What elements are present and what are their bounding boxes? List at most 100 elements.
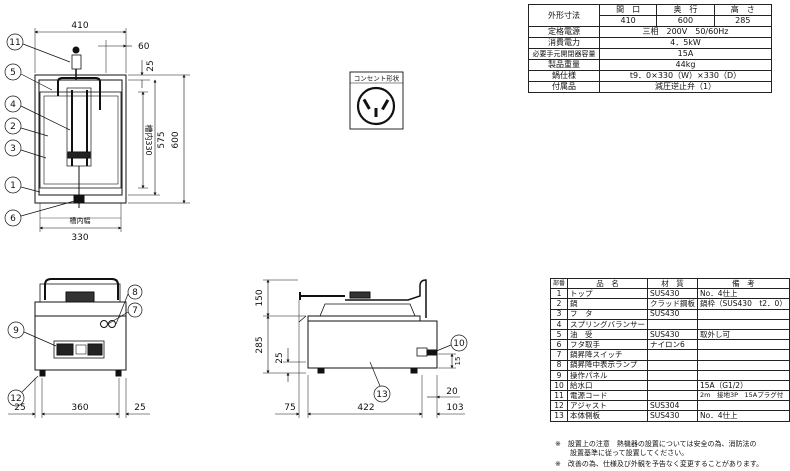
part-no: 11 bbox=[549, 390, 569, 402]
spec-row-label: 製品重量 bbox=[528, 59, 600, 71]
top-view-inner-frame bbox=[38, 79, 123, 196]
dim-inner-330-vertical: 槽内330 bbox=[144, 124, 154, 155]
dim-side-150: 150 bbox=[255, 289, 265, 306]
spec-row-label: 鍋仕様 bbox=[528, 70, 600, 82]
spec-row-value: t9．0×330（W）×330（D） bbox=[599, 70, 772, 82]
top-view-callouts bbox=[4, 33, 79, 227]
part-remarks bbox=[697, 318, 790, 330]
part-remarks: 15A（G1/2） bbox=[697, 379, 790, 392]
part-name: 鍋昇降スイッチ bbox=[567, 349, 649, 361]
part-remarks: 2m 接地3P 15Aプラグ付 bbox=[697, 390, 790, 402]
spec-row-label: 必要手元開閉器容量 bbox=[528, 48, 600, 60]
spec-label-size: 外形寸法 bbox=[528, 4, 600, 27]
part-no: 1 bbox=[549, 288, 569, 300]
side-view-lid bbox=[319, 303, 416, 317]
dim-25-top: 25 bbox=[146, 60, 156, 71]
front-view-callouts bbox=[7, 284, 143, 407]
callout-12: 12 bbox=[10, 394, 21, 404]
front-view-control-panel bbox=[53, 340, 105, 359]
part-material: SUS430 bbox=[647, 288, 699, 300]
spec-row-value: 44kg bbox=[599, 59, 772, 71]
outlet-title: コンセント形状 bbox=[354, 74, 400, 83]
side-view bbox=[263, 279, 465, 418]
callout-4: 4 bbox=[10, 100, 16, 110]
outlet-face-icon bbox=[356, 86, 396, 126]
spec-row-value: 15A bbox=[599, 48, 772, 60]
part-remarks bbox=[697, 369, 790, 381]
front-view-top bbox=[34, 301, 127, 317]
top-view-balancer-pipe bbox=[57, 77, 101, 110]
spec-row-value: 減圧逆止弁（1） bbox=[599, 81, 772, 93]
part-material: SUS430 bbox=[647, 410, 699, 422]
note-spec-change: ※ 改善の為、仕様及び外観を予告なく変更することがあります。 bbox=[555, 460, 764, 468]
note-installation-continued: 設置基準に従って設置してください。 bbox=[570, 449, 689, 457]
part-name: フタ取手 bbox=[567, 339, 649, 351]
part-no: 4 bbox=[549, 318, 569, 330]
callout-9: 9 bbox=[13, 326, 19, 336]
part-name: 鍋昇降中表示ランプ bbox=[567, 359, 649, 371]
part-remarks: 取外し可 bbox=[697, 328, 790, 341]
part-material: SUS430 bbox=[647, 308, 699, 320]
part-remarks: No．4仕上 bbox=[697, 288, 790, 300]
spec-header-width: 間 口 bbox=[598, 4, 658, 16]
top-view bbox=[34, 28, 190, 232]
part-no: 6 bbox=[549, 339, 569, 351]
spec-row-label: 付属品 bbox=[528, 81, 600, 93]
part-name: 油 受 bbox=[567, 328, 649, 341]
side-view-body bbox=[307, 320, 438, 369]
callout-8: 8 bbox=[132, 288, 138, 298]
dim-front-360: 360 bbox=[71, 403, 88, 413]
part-remarks bbox=[697, 349, 790, 361]
top-view-pot bbox=[39, 91, 122, 189]
top-view-oil-pan bbox=[73, 195, 85, 203]
spec-row-value: 三相 200V 50/60Hz bbox=[599, 26, 772, 38]
parts-header-material: 材 質 bbox=[647, 277, 699, 290]
dim-60: 60 bbox=[138, 42, 150, 52]
dim-inner-width: 槽内幅 bbox=[70, 216, 91, 225]
part-material bbox=[647, 349, 699, 361]
part-remarks: No．4仕上 bbox=[697, 410, 790, 422]
callout-6: 6 bbox=[10, 214, 16, 224]
callout-13: 13 bbox=[376, 390, 387, 400]
top-view-labels: 410 60 25 575 600 槽内330 槽内幅 330 bbox=[70, 21, 182, 243]
dim-front-25-left: 25 bbox=[14, 403, 25, 413]
spec-header-height: 高 さ bbox=[713, 4, 773, 16]
parts-header-name: 品 名 bbox=[567, 277, 649, 290]
spec-row-label: 定格電源 bbox=[528, 26, 600, 38]
spec-value-width: 410 bbox=[598, 15, 658, 27]
side-view-top bbox=[307, 315, 421, 322]
part-material bbox=[647, 318, 699, 330]
spec-row-label: 消費電力 bbox=[528, 37, 600, 49]
spec-row-value: 4．5kW bbox=[599, 37, 772, 49]
callout-5: 5 bbox=[10, 68, 16, 78]
top-view-lid bbox=[43, 95, 119, 185]
dim-side-285: 285 bbox=[255, 336, 265, 353]
dim-side-422: 422 bbox=[357, 403, 374, 413]
part-no: 7 bbox=[549, 349, 569, 361]
spec-table: 外形寸法 間 口 奥 行 高 さ 410 600 285 定格電源 三相 200… bbox=[528, 4, 773, 93]
callout-3: 3 bbox=[10, 144, 16, 154]
part-name: アジャスト bbox=[567, 400, 649, 412]
part-no: 5 bbox=[549, 328, 569, 341]
part-no: 9 bbox=[549, 369, 569, 381]
part-no: 13 bbox=[549, 410, 569, 422]
dim-front-25-right: 25 bbox=[134, 403, 145, 413]
part-name: フ タ bbox=[567, 308, 649, 320]
parts-header-remarks: 備 考 bbox=[697, 277, 790, 290]
part-material: クラッド鋼板 bbox=[647, 298, 699, 310]
dim-600: 600 bbox=[171, 131, 181, 148]
dim-side-15: 15 bbox=[454, 357, 462, 366]
part-remarks: 鍋枠（SUS430 t2．0） bbox=[697, 298, 790, 310]
